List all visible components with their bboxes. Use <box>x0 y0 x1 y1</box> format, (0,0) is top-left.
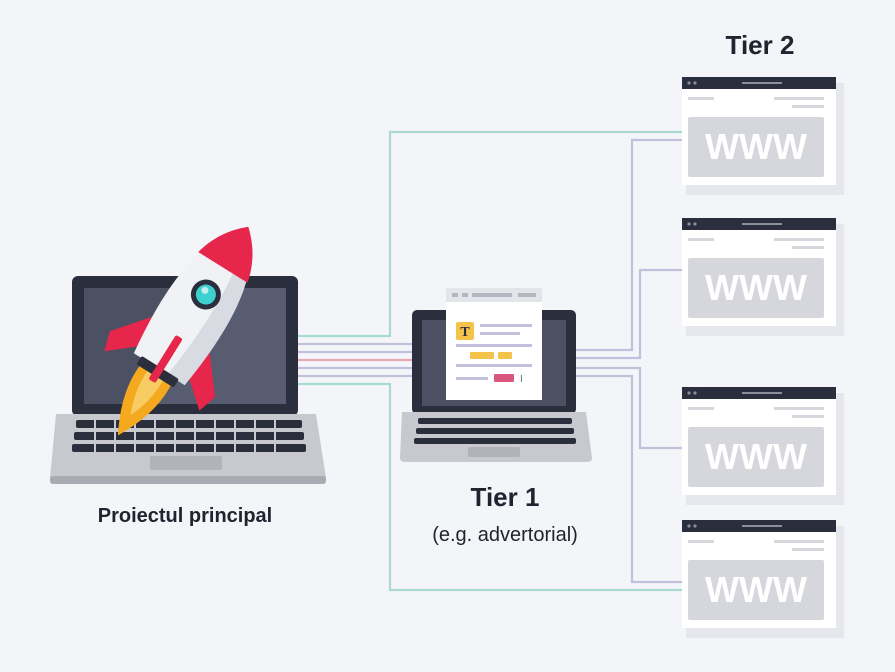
rocket-icon <box>104 226 253 436</box>
text-cursor-icon: I <box>520 374 523 385</box>
tier2-website-4: WWW <box>682 520 844 638</box>
tier2-website-3: WWW <box>682 387 844 505</box>
main-to-tier2-bottom-line <box>296 382 684 592</box>
tier1-example-label: (e.g. advertorial) <box>432 524 578 546</box>
tier2-heading: Tier 2 <box>725 30 795 60</box>
www-label: WWW <box>705 436 807 477</box>
tier1-to-site1-line <box>576 138 684 352</box>
tier1-to-site2-line <box>576 268 684 360</box>
tier1-to-site3-line <box>576 366 684 450</box>
connection-lines <box>296 130 684 592</box>
text-format-icon <box>456 322 474 340</box>
advertorial-document: T I <box>446 288 542 400</box>
tier2-website-2: WWW <box>682 218 844 336</box>
www-label: WWW <box>705 267 807 308</box>
text-format-letter: T <box>460 325 470 340</box>
tier1-to-site4-line <box>576 374 684 584</box>
tier2-website-1: WWW <box>682 77 844 195</box>
tier1-heading: Tier 1 <box>470 482 540 512</box>
main-project-label: Proiectul principal <box>97 505 273 527</box>
www-label: WWW <box>705 569 807 610</box>
main-to-tier2-top-line <box>296 130 684 338</box>
www-label: WWW <box>705 126 807 167</box>
